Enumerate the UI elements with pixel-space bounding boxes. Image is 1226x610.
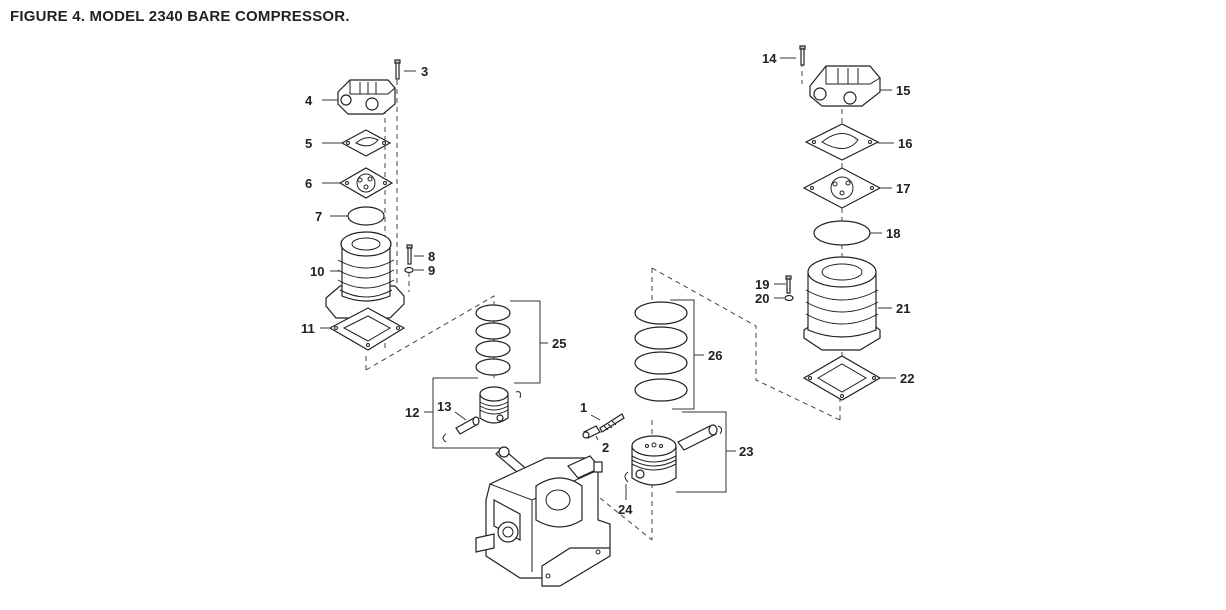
- callout-9: 9: [428, 263, 435, 278]
- callout-10: 10: [310, 264, 324, 279]
- callout-labels: 1 2 3 4 5 6 7 8 9 10 11 12 13 14 15 16 1…: [301, 51, 914, 517]
- part-18-o-ring: [813, 220, 871, 246]
- callout-4: 4: [305, 93, 313, 108]
- part-11-base-gasket: [328, 307, 406, 351]
- callout-13: 13: [437, 399, 451, 414]
- callout-26: 26: [708, 348, 722, 363]
- callout-5: 5: [305, 136, 312, 151]
- part-6-valve-plate: [338, 167, 394, 199]
- leader-lines: [320, 57, 896, 500]
- figure-title: FIGURE 4. MODEL 2340 BARE COMPRESSOR.: [10, 8, 350, 25]
- left-snap-ring: [442, 433, 447, 443]
- part-10-cylinder: [325, 231, 405, 319]
- left-cylinder-stack: [325, 59, 414, 352]
- part-25-piston-rings: [475, 304, 511, 376]
- part-7-o-ring: [347, 206, 385, 226]
- part-23-piston: [631, 435, 677, 486]
- callout-12: 12: [405, 405, 419, 420]
- part-15-cylinder-head: [809, 65, 881, 107]
- right-piston-assembly: [624, 301, 723, 486]
- part-14-bolt: [799, 45, 806, 66]
- callout-22: 22: [900, 371, 914, 386]
- part-4-cylinder-head: [337, 79, 396, 115]
- callout-2: 2: [602, 440, 609, 455]
- part-13-wrist-pin: [455, 416, 480, 435]
- callout-6: 6: [305, 176, 312, 191]
- callout-24: 24: [618, 502, 633, 517]
- part-5-head-gasket: [340, 129, 392, 157]
- part-1-dowel: [599, 413, 625, 433]
- callout-21: 21: [896, 301, 910, 316]
- part-20-washer: [784, 294, 794, 302]
- part-17-valve-plate: [802, 167, 882, 209]
- part-9-washer: [404, 266, 414, 274]
- callout-14: 14: [762, 51, 777, 66]
- part-16-head-gasket: [804, 123, 880, 161]
- callout-20: 20: [755, 291, 769, 306]
- callout-7: 7: [315, 209, 322, 224]
- callout-15: 15: [896, 83, 910, 98]
- callout-3: 3: [421, 64, 428, 79]
- part-21-cylinder: [803, 256, 881, 351]
- right-cylinder-stack: [784, 45, 882, 401]
- part-23-wrist-pin: [677, 424, 718, 451]
- part-26-piston-rings: [634, 301, 688, 402]
- callout-18: 18: [886, 226, 900, 241]
- part-19-bolt: [785, 275, 792, 294]
- right-snap-ring-top: [717, 425, 723, 435]
- part-2-fitting: [582, 425, 601, 439]
- part-12-piston: [479, 386, 521, 424]
- callout-11: 11: [301, 321, 315, 336]
- callout-8: 8: [428, 249, 435, 264]
- left-piston-assembly: [442, 304, 521, 443]
- callout-25: 25: [552, 336, 566, 351]
- callout-23: 23: [739, 444, 753, 459]
- part-22-base-gasket: [802, 355, 882, 401]
- crankcase: [475, 446, 611, 587]
- callout-17: 17: [896, 181, 910, 196]
- part-24-snap-ring: [624, 471, 629, 483]
- callout-19: 19: [755, 277, 769, 292]
- callout-1: 1: [580, 400, 587, 415]
- part-8-bolt: [406, 244, 413, 265]
- part-3-bolt: [394, 59, 401, 80]
- callout-16: 16: [898, 136, 912, 151]
